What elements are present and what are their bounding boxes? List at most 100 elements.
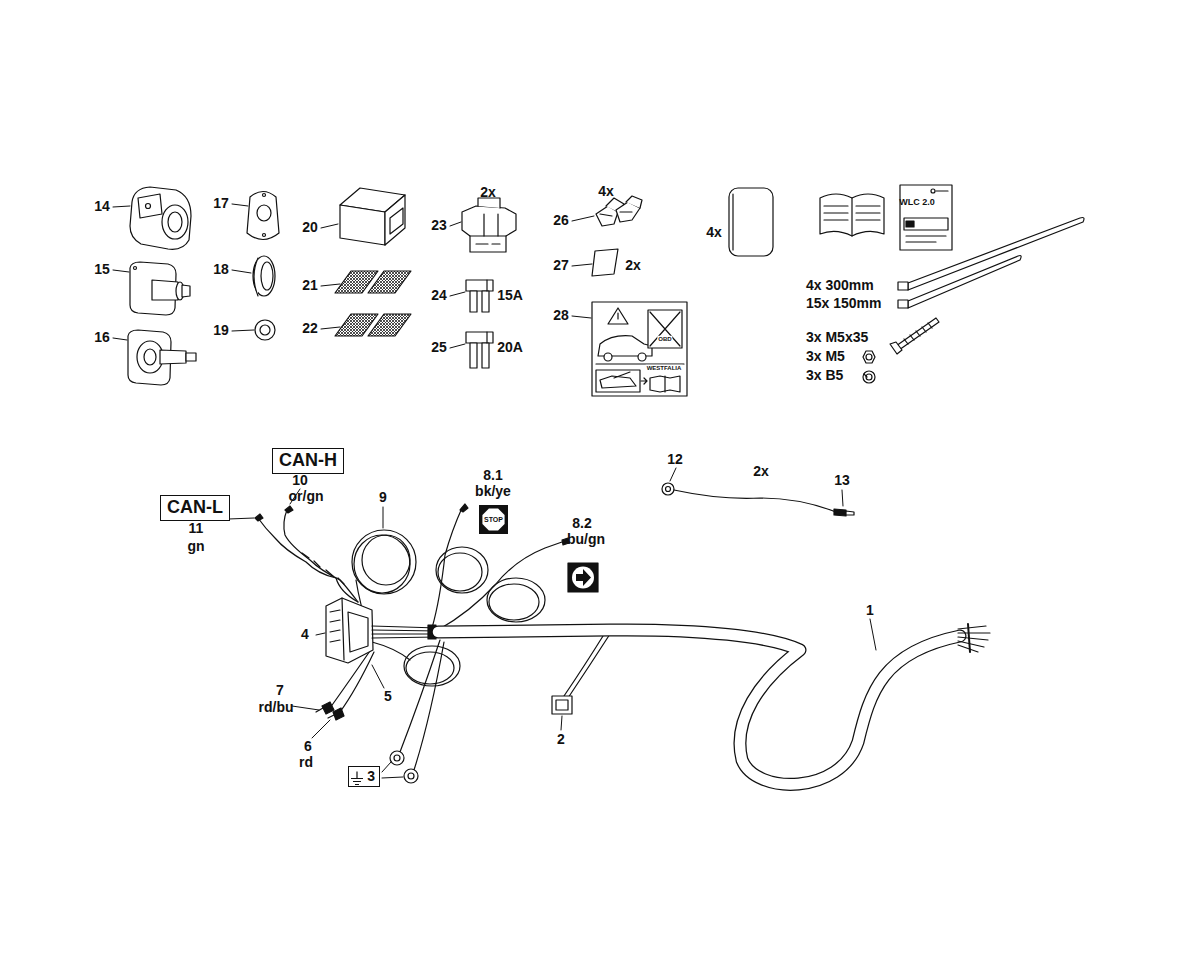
cable-jacket [438, 630, 960, 784]
indicator-sign [568, 563, 598, 592]
software-booklet [936, 190, 948, 191]
warning-sticker [638, 353, 646, 361]
fuse-holder [484, 214, 498, 236]
leader-lines [372, 665, 384, 688]
socket-13-pin [168, 212, 182, 232]
callout-number: 12 [667, 452, 683, 467]
cable-spiral [261, 262, 273, 290]
callout-number: 22 [302, 321, 318, 336]
blade-fuse [486, 332, 487, 343]
wire-coil [404, 646, 460, 686]
wire-coil [460, 504, 468, 512]
blade-fuse [466, 280, 493, 312]
quantity-label: 2x [625, 258, 641, 273]
leader-lines [670, 468, 676, 481]
callout-number: 24 [431, 288, 447, 303]
quantity-label: 4x [706, 225, 722, 240]
warning-sticker [596, 370, 640, 392]
socket-13-pin [146, 204, 151, 209]
fuse-rating: 20A [497, 340, 523, 355]
cable-clips [626, 196, 642, 208]
ground-symbol [351, 772, 363, 785]
wire-coil [438, 538, 569, 630]
main-connector [326, 598, 373, 663]
warning-sticker [592, 302, 687, 396]
leader-lines [450, 344, 465, 348]
rubber-pad [729, 188, 773, 256]
callout-number: 8.2 [572, 516, 591, 531]
callout-number: 28 [553, 308, 569, 323]
wire-coil [432, 508, 462, 628]
stop-octagon [482, 508, 504, 530]
screw-bolt [896, 318, 939, 350]
callout-number: 25 [431, 340, 447, 355]
socket-13-pin [138, 194, 162, 218]
wire-color: or/gn [289, 489, 324, 504]
warning-sticker [614, 372, 630, 378]
control-module [340, 205, 385, 245]
wire-coil [372, 642, 410, 660]
callout-number: 9 [379, 490, 387, 505]
cable-ties [898, 282, 908, 290]
power-wires [322, 702, 334, 714]
control-module [340, 188, 405, 245]
software-booklet [900, 185, 952, 250]
ground-wires [394, 755, 400, 761]
warning-sticker [648, 310, 682, 348]
wire-color: gn [187, 539, 204, 554]
can-twisted-pair [255, 506, 358, 602]
warning-sticker [604, 353, 612, 361]
can-twisted-pair [284, 510, 358, 602]
power-wires [333, 708, 344, 720]
leader-lines [321, 224, 338, 228]
socket-flange-plate [144, 349, 156, 365]
cable-spiral [254, 258, 258, 296]
leader-lines [572, 216, 594, 221]
leader-lines [316, 633, 325, 635]
socket-mounting-plate [130, 262, 190, 315]
control-module [385, 195, 405, 245]
screw-bolt [890, 318, 939, 354]
warning-sticker [617, 313, 618, 319]
socket-mounting-plate [134, 267, 137, 270]
node-text: CAN-L [167, 498, 223, 518]
hardware-spec: 3x B5 [806, 368, 843, 383]
callout-number: 20 [302, 220, 318, 235]
wire-coil [362, 535, 410, 585]
cable-jacket [438, 630, 960, 784]
leader-lines [842, 490, 843, 506]
main-connector [326, 598, 373, 663]
socket-flange-plate [128, 330, 196, 385]
leader-lines [113, 204, 876, 778]
ground-wires [390, 640, 444, 783]
leader-lines [321, 327, 340, 329]
leader-lines [572, 316, 591, 318]
leader-lines [232, 270, 251, 273]
indicator-sign [568, 563, 598, 592]
label-strip [592, 249, 618, 276]
foam-pads [335, 314, 411, 336]
can-twisted-pair [285, 506, 293, 513]
rubber-pad [729, 188, 773, 256]
hex-nut [863, 351, 875, 363]
callout-number: 23 [431, 218, 447, 233]
plug-connector [552, 696, 572, 714]
leader-lines [870, 619, 876, 650]
ground-wires [404, 769, 418, 783]
indicator-sign [576, 569, 591, 586]
wire-color: rd [299, 755, 313, 770]
quantity-label: 2x [480, 185, 496, 200]
callout-number: 17 [213, 196, 229, 211]
instruction-manual [851, 198, 852, 236]
ground-wires [400, 640, 440, 752]
leader-lines [572, 264, 592, 266]
callout-number: 16 [94, 330, 110, 345]
leader-lines [232, 204, 248, 206]
leader-lines [312, 720, 330, 738]
callout-number: 21 [302, 278, 318, 293]
hex-nut [863, 351, 875, 363]
node-text: 3 [367, 769, 375, 784]
blade-fuse [470, 291, 477, 312]
fuse-holder [470, 235, 506, 236]
